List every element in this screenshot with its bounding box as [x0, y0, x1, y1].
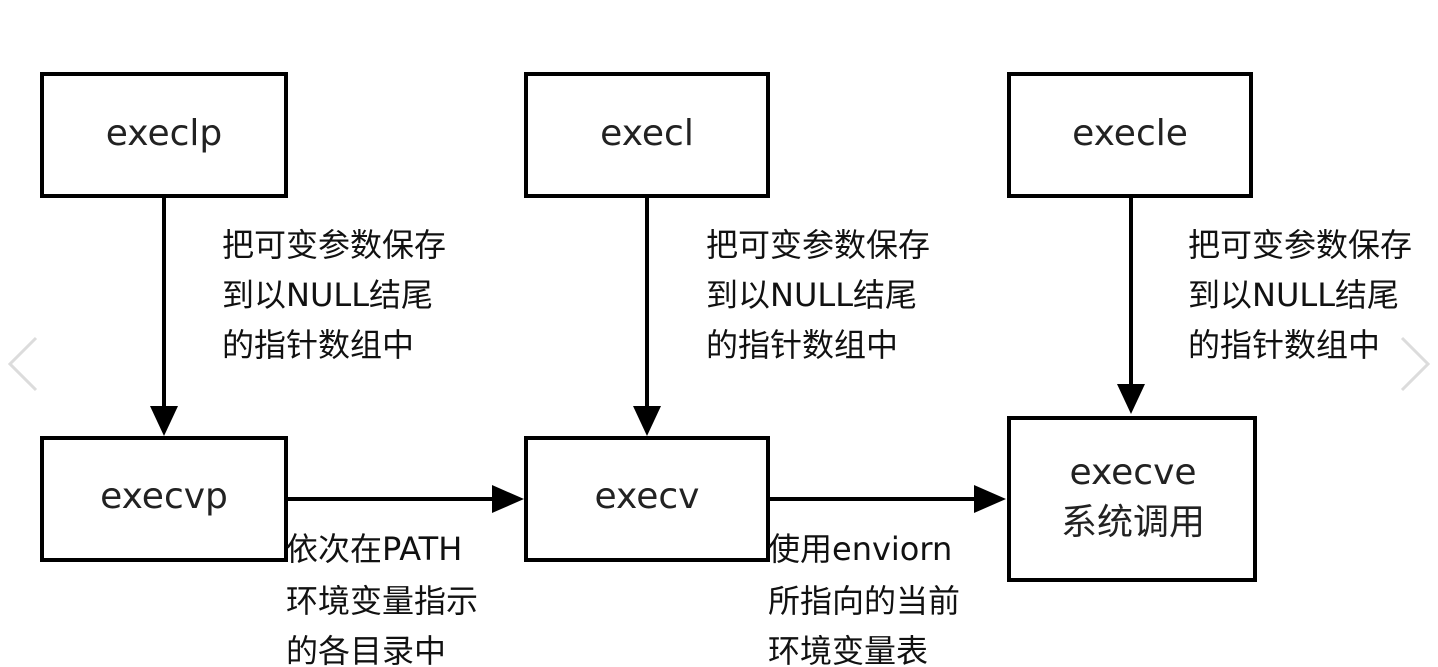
- arrow-down-icon: [1117, 384, 1145, 414]
- note-line: 把可变参数保存: [706, 226, 930, 264]
- edge-execvp-to-execv: [288, 485, 524, 513]
- node-execvp: execvp: [40, 436, 288, 562]
- node-execlp: execlp: [40, 72, 288, 198]
- chevron-right-icon[interactable]: [1400, 336, 1431, 392]
- arrow-down-icon: [150, 406, 178, 436]
- note-line: 把可变参数保存: [1188, 226, 1412, 264]
- note-line: 的各目录中: [286, 632, 446, 667]
- node-execv-label: execv: [595, 476, 700, 517]
- edge-execlp-to-execvp: [150, 198, 178, 436]
- note-execl-to-execv: 把可变参数保存 到以NULL结尾 的指针数组中: [706, 226, 930, 364]
- node-execvp-label: execvp: [100, 476, 228, 517]
- note-line: 到以NULL结尾: [1188, 276, 1399, 314]
- node-execle: execle: [1007, 72, 1253, 198]
- arrow-right-icon: [974, 485, 1006, 513]
- node-execve: execve 系统调用: [1007, 416, 1257, 582]
- note-line: 环境变量指示: [286, 582, 478, 620]
- edge-execl-to-execv: [633, 198, 661, 436]
- edge-execv-to-execve: [770, 485, 1006, 513]
- note-line: 到以NULL结尾: [706, 276, 917, 314]
- note-execle-to-execve: 把可变参数保存 到以NULL结尾 的指针数组中: [1188, 226, 1412, 364]
- note-line: 到以NULL结尾: [222, 276, 433, 314]
- arrow-down-icon: [633, 406, 661, 436]
- edge-execle-to-execve: [1117, 198, 1145, 414]
- note-line: 环境变量表: [768, 632, 928, 667]
- note-line: 使用enviorn: [768, 530, 952, 568]
- note-execv-to-execve: 使用enviorn 所指向的当前 环境变量表: [768, 530, 960, 667]
- node-execl: execl: [524, 72, 770, 198]
- node-execve-sublabel: 系统调用: [1061, 502, 1205, 543]
- note-line: 所指向的当前: [768, 582, 960, 620]
- node-execv: execv: [524, 436, 770, 562]
- arrow-right-icon: [492, 485, 524, 513]
- node-execl-label: execl: [600, 113, 694, 154]
- note-line: 的指针数组中: [1188, 326, 1380, 364]
- note-execvp-to-execv: 依次在PATH 环境变量指示 的各目录中: [286, 530, 478, 667]
- note-line: 的指针数组中: [222, 326, 414, 364]
- note-line: 把可变参数保存: [222, 226, 446, 264]
- node-execle-label: execle: [1072, 113, 1188, 154]
- note-line: 的指针数组中: [706, 326, 898, 364]
- node-execlp-label: execlp: [106, 113, 223, 154]
- note-line: 依次在PATH: [286, 530, 462, 568]
- chevron-left-icon[interactable]: [7, 336, 38, 392]
- node-execve-label: execve: [1069, 452, 1196, 493]
- note-execlp-to-execvp: 把可变参数保存 到以NULL结尾 的指针数组中: [222, 226, 446, 364]
